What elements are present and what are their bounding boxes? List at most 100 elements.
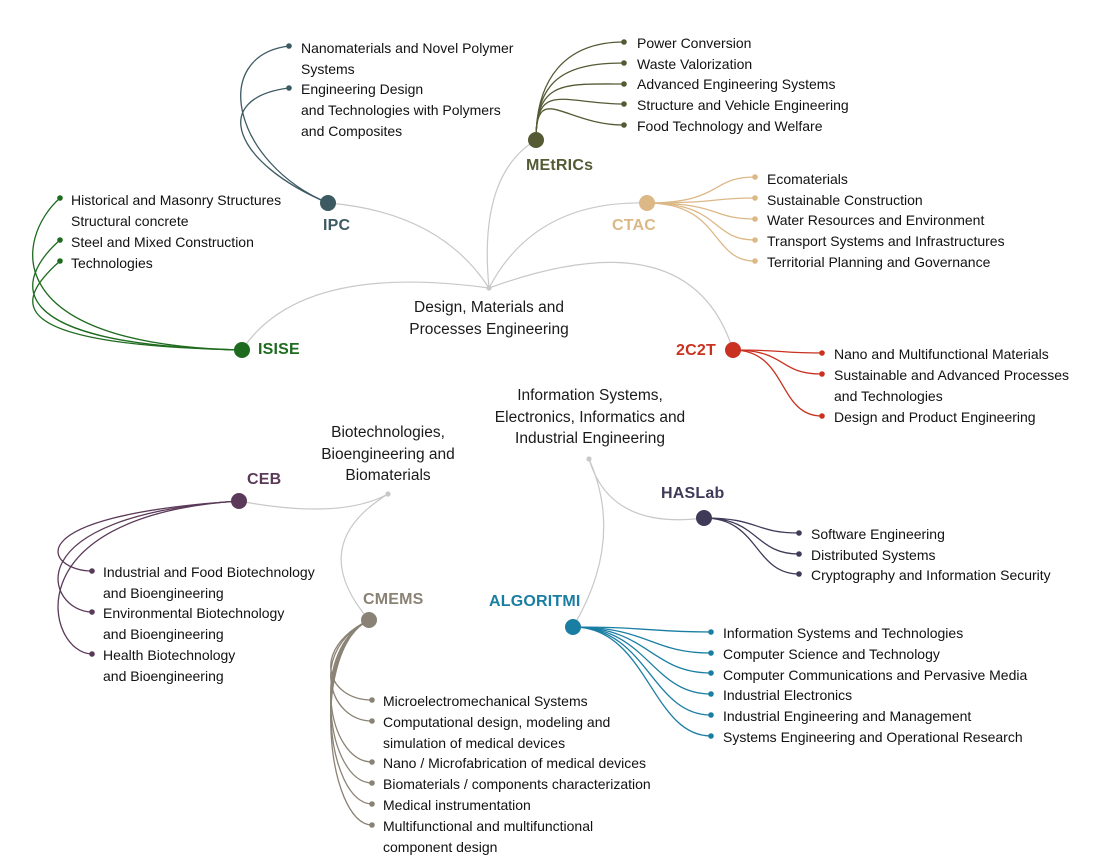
- unit-label-haslab: HASLab: [661, 485, 725, 502]
- branch-algoritmi-2: [572, 626, 712, 674]
- branch-haslab-1: [703, 517, 800, 555]
- bullet-ctac-2: [752, 216, 758, 222]
- item-cmems-mems: Microelectromechanical Systems: [383, 693, 588, 709]
- connector-hub-ctac: [488, 202, 648, 289]
- branch-cmems-5: [330, 619, 373, 826]
- item-algoritmi-industrial-electronics: Industrial Electronics: [723, 687, 853, 703]
- item-cmems-medical-instrumentation: Medical instrumentation: [383, 797, 531, 813]
- item-metrics-power-conversion: Power Conversion: [637, 35, 752, 51]
- bullet-cmems-0: [369, 697, 375, 703]
- item-metrics-advanced-engineering: Advanced Engineering Systems: [637, 76, 836, 92]
- item-haslab-cryptography: Cryptography and Information Security: [811, 567, 1051, 583]
- unit-label-cmems: CMEMS: [363, 591, 424, 608]
- bullet-ipc-0: [286, 43, 292, 49]
- bullet-metrics-3: [621, 101, 627, 107]
- bullet-algoritmi-5: [708, 733, 714, 739]
- branch-ceb-2: [57, 500, 240, 655]
- branch-algoritmi-4: [572, 626, 712, 716]
- item-isise-technologies: Technologies: [71, 255, 153, 271]
- bullet-haslab-0: [796, 530, 802, 536]
- item-algoritmi-computer-science: Computer Science and Technology: [723, 646, 940, 662]
- item-2c2t-design-product: Design and Product Engineering: [834, 409, 1036, 425]
- branch-ctac-3: [646, 202, 756, 241]
- bullet-ctac-1: [752, 195, 758, 201]
- bullet-algoritmi-3: [708, 691, 714, 697]
- unit-node-cmems: [361, 612, 377, 628]
- bullet-ctac-0: [752, 174, 758, 180]
- item-algoritmi-communications: Computer Communications and Pervasive Me…: [723, 667, 1028, 683]
- item-isise-steel-mixed: Steel and Mixed Construction: [71, 234, 254, 250]
- bullet-isise-2: [57, 258, 63, 264]
- hub-dot-design-materials: [486, 285, 492, 291]
- hub-label-design-materials: Design, Materials and Processes Engineer…: [409, 299, 569, 338]
- branch-cmems-2: [330, 619, 373, 763]
- branch-ceb-1: [57, 500, 240, 613]
- bullet-ipc-1: [286, 85, 292, 91]
- unit-label-2c2t: 2C2T: [676, 342, 716, 359]
- unit-node-ceb: [231, 493, 247, 509]
- item-ctac-water-resources: Water Resources and Environment: [767, 212, 985, 228]
- branch-haslab-0: [703, 517, 800, 534]
- unit-label-algoritmi: ALGORITMI: [489, 593, 581, 610]
- unit-node-isise: [234, 342, 250, 358]
- connector-hub-isise: [241, 281, 490, 351]
- unit-label-ctac: CTAC: [612, 217, 657, 234]
- bullet-algoritmi-1: [708, 650, 714, 656]
- branch-ceb-0: [57, 500, 240, 572]
- item-ctac-ecomaterials: Ecomaterials: [767, 171, 848, 187]
- bullet-algoritmi-2: [708, 670, 714, 676]
- branch-ctac-2: [646, 202, 756, 220]
- branch-algoritmi-1: [572, 626, 712, 654]
- connector-hub-2c2t: [488, 261, 734, 351]
- bullet-algoritmi-0: [708, 629, 714, 635]
- unit-node-algoritmi: [565, 619, 581, 635]
- hub-label-information-systems: Information Systems, Electronics, Inform…: [494, 387, 686, 447]
- bullet-isise-1: [57, 237, 63, 243]
- branch-c2c2t-2: [732, 349, 823, 417]
- item-ctac-transport-systems: Transport Systems and Infrastructures: [767, 233, 1005, 249]
- unit-label-ceb: CEB: [247, 471, 282, 488]
- hub-label-biotechnologies: Biotechnologies, Bioengineering and Biom…: [321, 424, 455, 484]
- branch-haslab-2: [703, 517, 800, 575]
- branch-ctac-4: [646, 202, 756, 262]
- bullet-ctac-4: [752, 258, 758, 264]
- bullet-c2c2t-2: [819, 413, 825, 419]
- bullet-c2c2t-1: [819, 371, 825, 377]
- bullet-algoritmi-4: [708, 712, 714, 718]
- branch-ipc-1: [240, 87, 329, 204]
- bullet-ceb-2: [89, 651, 95, 657]
- branch-c2c2t-1: [732, 349, 823, 375]
- item-cmems-biomaterials: Biomaterials / components characterizati…: [383, 776, 651, 792]
- branch-isise-1: [32, 239, 243, 351]
- bullet-cmems-4: [369, 801, 375, 807]
- bullet-metrics-4: [621, 122, 627, 128]
- branch-algoritmi-3: [572, 626, 712, 695]
- bullet-c2c2t-0: [819, 350, 825, 356]
- branch-isise-0: [32, 197, 243, 351]
- unit-node-metrics: [528, 132, 544, 148]
- unit-node-ctac: [639, 195, 655, 211]
- bullet-ceb-0: [89, 568, 95, 574]
- unit-label-isise: ISISE: [258, 341, 300, 358]
- unit-node-ipc: [320, 195, 336, 211]
- unit-label-metrics: MEtRICs: [526, 157, 594, 174]
- unit-node-c2c2t: [725, 342, 741, 358]
- bullet-haslab-2: [796, 571, 802, 577]
- connector-hub-ipc: [327, 202, 490, 289]
- connector-hub-ceb: [238, 493, 389, 510]
- bullet-metrics-2: [621, 81, 627, 87]
- bullet-isise-0: [57, 195, 63, 201]
- branch-isise-2: [32, 260, 243, 351]
- item-algoritmi-systems-engineering: Systems Engineering and Operational Rese…: [723, 729, 1023, 745]
- item-haslab-distributed-systems: Distributed Systems: [811, 547, 936, 563]
- bullet-cmems-2: [369, 759, 375, 765]
